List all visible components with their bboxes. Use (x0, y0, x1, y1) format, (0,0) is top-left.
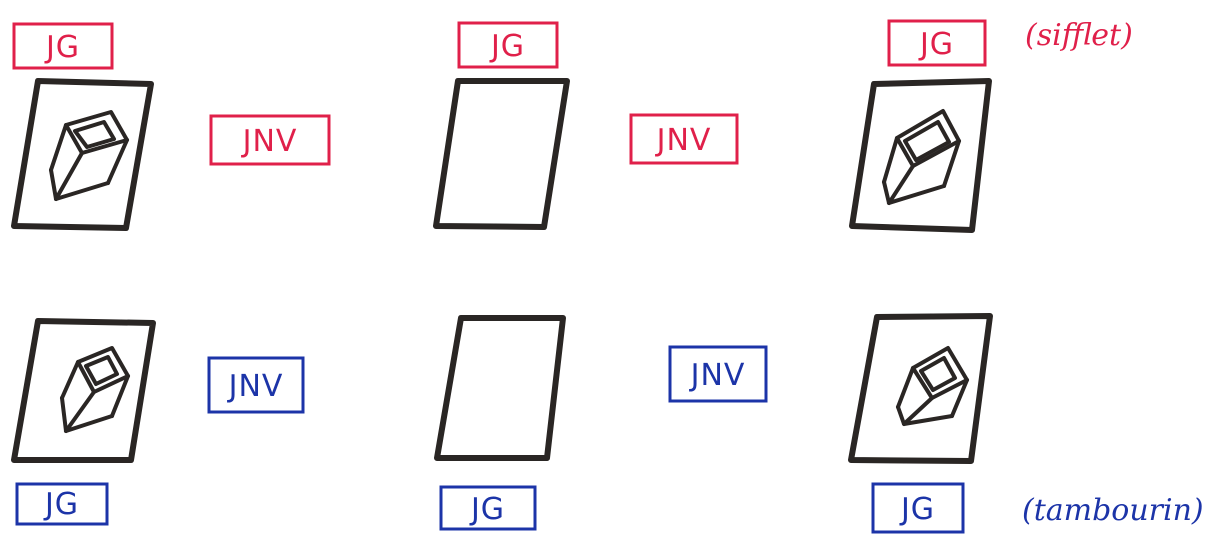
svg-text:JG: JG (918, 27, 954, 62)
svg-text:JNV: JNV (655, 123, 712, 158)
bottom-card-1 (14, 321, 153, 460)
bottom-jg-label-1: JG (17, 484, 107, 524)
svg-text:JNV: JNV (227, 369, 284, 404)
top-panel-3: JG (852, 21, 989, 230)
svg-text:(sifflet): (sifflet) (1025, 18, 1133, 53)
box-icon (62, 348, 128, 431)
top-card-1 (14, 81, 151, 228)
bottom-jg-label-2: JG (441, 487, 535, 529)
svg-text:JG: JG (899, 492, 935, 527)
svg-text:(tambourin): (tambourin) (1022, 493, 1204, 528)
top-card-2 (436, 81, 567, 227)
top-card-3 (852, 81, 989, 230)
svg-text:JG: JG (44, 30, 80, 65)
box-icon (884, 111, 959, 203)
top-note: (sifflet) (1025, 18, 1133, 53)
top-jnv-label-2: JNV (631, 115, 737, 163)
top-panel-2: JG (436, 23, 567, 227)
bottom-jnv-label-2: JNV (670, 347, 766, 401)
svg-text:JG: JG (43, 487, 79, 522)
svg-text:JNV: JNV (689, 358, 746, 393)
bottom-panel-2: JG (437, 318, 563, 529)
bottom-note: (tambourin) (1022, 493, 1204, 528)
top-jnv-label-1: JNV (211, 116, 329, 164)
top-row: JG JNV JG (14, 18, 1133, 230)
top-jg-label-3: JG (889, 21, 985, 65)
svg-text:JNV: JNV (241, 124, 298, 159)
bottom-panel-3: JG (851, 316, 990, 532)
bottom-card-3 (851, 316, 990, 461)
top-jg-label-2: JG (459, 23, 557, 67)
bottom-row: JG JNV JG JNV (14, 316, 1204, 532)
bottom-panel-1: JG (14, 321, 153, 524)
box-icon (51, 112, 127, 199)
top-panel-1: JG (14, 24, 151, 228)
svg-text:JG: JG (489, 29, 525, 64)
svg-text:JG: JG (469, 492, 505, 527)
bottom-jnv-label-1: JNV (209, 358, 303, 412)
top-jg-label-1: JG (14, 24, 112, 68)
box-icon (898, 348, 967, 424)
bottom-jg-label-3: JG (873, 484, 963, 532)
bottom-card-2 (437, 318, 563, 458)
